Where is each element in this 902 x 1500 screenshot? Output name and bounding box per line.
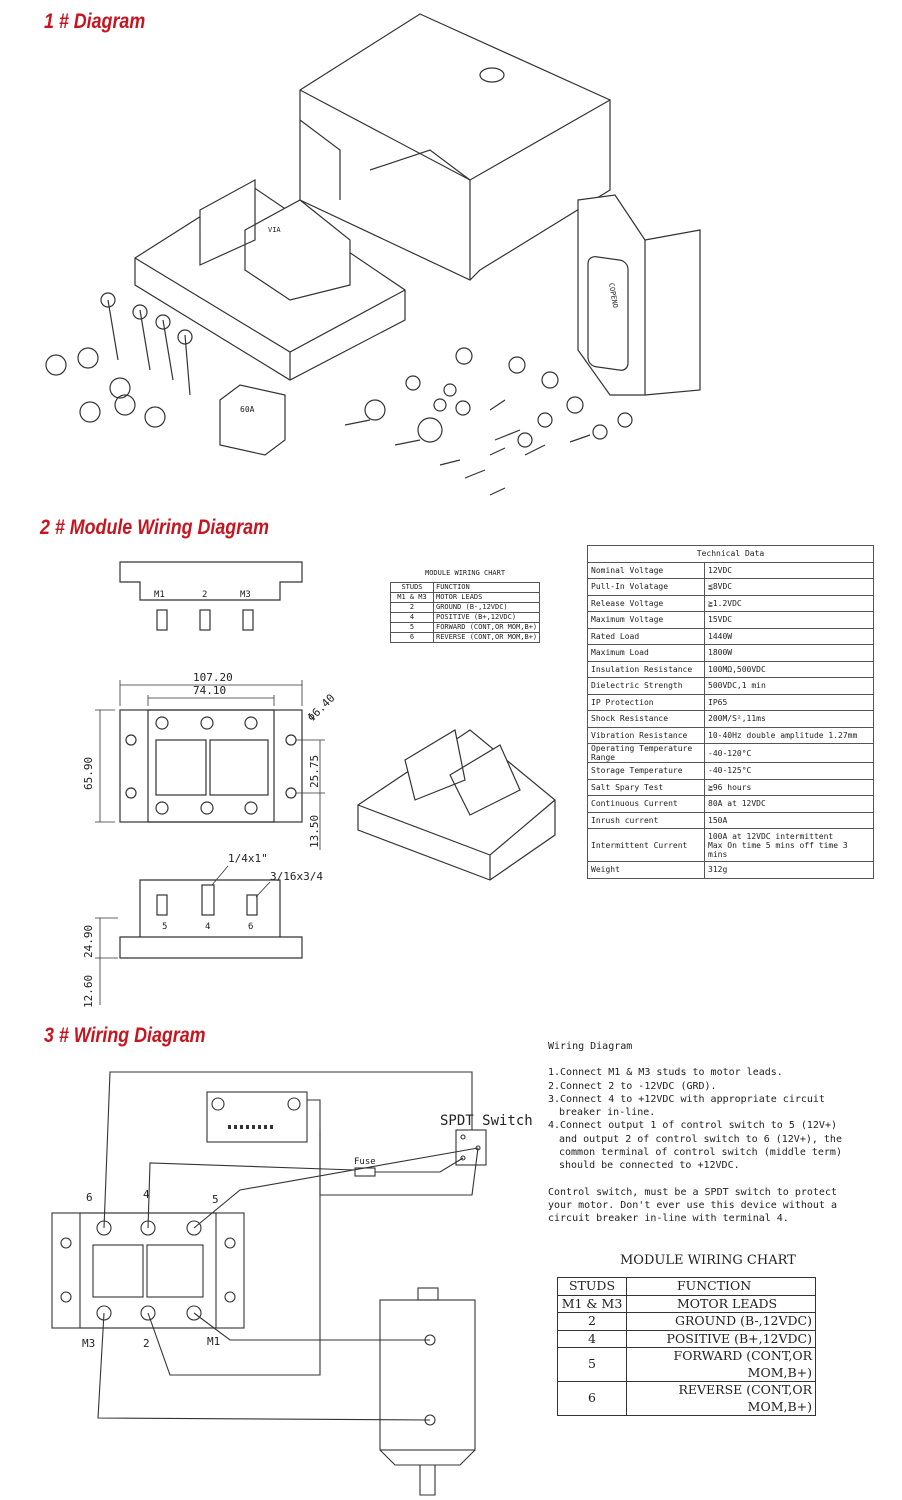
dim-width-outer: 107.20 [193,671,233,684]
parts-diagram: VIA COPENO 60A [45,13,701,496]
header-function: FUNCTION [626,1277,816,1296]
cell: 4 [557,1329,627,1348]
module-iso-view [357,729,556,881]
wiring-step-4: 4.Connect output 1 of control switch to … [548,1120,842,1172]
spec-label: Operating Temperature Range [587,743,705,763]
dim-side-height: 24.90 [82,925,95,958]
spdt-switch [455,1129,487,1166]
circuit-breaker: 60A [219,384,286,456]
cell: MOTOR LEADS [626,1294,816,1313]
wiring-stud-4: 4 [143,1188,150,1201]
breaker-rating-label: 60A [240,405,255,414]
table-row: Operating Temperature Range-40-120°C [587,743,874,763]
wires [97,1071,479,1421]
cell: 5 [557,1347,627,1382]
spec-value: 312g [704,861,874,879]
spdt-switch-label: SPDT Switch [440,1113,533,1129]
dim-width-inner: 74.10 [193,684,226,697]
battery-connector [206,1091,308,1143]
stud-label-6: 6 [248,922,253,932]
wiring-stud-5: 5 [212,1193,219,1206]
wiring-step-2: 2.Connect 2 to -12VDC (GRD). [548,1080,717,1092]
wiring-stud-2: 2 [143,1337,150,1350]
cell: REVERSE (CONT,OR MOM,B+) [626,1381,816,1416]
dim-base-height: 12.60 [82,975,95,1008]
stud-label-m3: M3 [240,590,251,600]
module-chart-small-title: MODULE WIRING CHART [425,569,506,577]
module-chart-large-title: MODULE WIRING CHART [620,1253,796,1268]
cell: 6 [557,1381,627,1416]
spec-value-line: Max On time 5 mins off time 3 mins [708,840,848,859]
section-title-wiring: 3 # Wiring Diagram [44,1024,206,1047]
section-title-diagram: 1 # Diagram [44,10,146,33]
cover-enclosure [299,13,611,281]
dim-stud-small: 3/16x3/4 [270,870,323,883]
relay-module-base: VIA [134,178,406,381]
dim-stud-large: 1/4x1" [228,852,268,865]
cell: 2 [557,1312,627,1331]
table-row: Storage Temperature-40-125°C [587,762,874,780]
dim-hole-spacing: 25.75 [308,755,321,788]
header-studs: STUDS [557,1277,627,1296]
spec-label: Intermittent Current [587,828,705,862]
wiring-note: Control switch, must be a SPDT switch to… [548,1186,837,1225]
section-title-module-wiring: 2 # Module Wiring Diagram [40,516,269,539]
wiring-stud-m1: M1 [207,1335,220,1348]
ring-terminals [344,347,633,496]
stud-label-m1: M1 [154,590,165,600]
stud-label-2: 2 [202,590,207,600]
motor [379,1287,476,1496]
module-top-view: M1 2 M3 [119,561,303,631]
cell: GROUND (B-,12VDC) [626,1312,816,1331]
module-plate [51,1212,245,1329]
spec-value: -40-120°C [704,743,874,763]
rocker-switch-bracket: COPENO [577,194,701,396]
bolts-and-nuts [45,292,193,428]
wiring-step-3: 3.Connect 4 to +12VDC with appropriate c… [548,1093,825,1119]
stud-label-5: 5 [162,922,167,932]
cell: M1 & M3 [557,1294,627,1313]
svg-text:VIA: VIA [268,226,281,234]
spec-value-line: 100A at 12VDC intermittent [708,831,834,841]
module-side-view: 5 4 6 1/4x1" 3/16x3/4 24.90 12.60 [82,852,323,1008]
cell: FORWARD (CONT,OR MOM,B+) [626,1347,816,1382]
fuse-label: Fuse [354,1157,376,1167]
wiring-instructions-title: Wiring Diagram [548,1041,633,1052]
wiring-instructions: Wiring Diagram 1.Connect M1 & M3 studs t… [548,1040,848,1226]
stud-label-4: 4 [205,922,210,932]
cell: POSITIVE (B+,12VDC) [626,1329,816,1348]
wiring-stud-m3: M3 [82,1337,95,1350]
cell: REVERSE (CONT,OR MOM,B+) [432,632,541,643]
dim-height: 65.90 [82,757,95,790]
wiring-stud-6: 6 [86,1191,93,1204]
wiring-step-1: 1.Connect M1 & M3 studs to motor leads. [548,1067,783,1079]
dim-hole-offset: 13.50 [308,815,321,848]
